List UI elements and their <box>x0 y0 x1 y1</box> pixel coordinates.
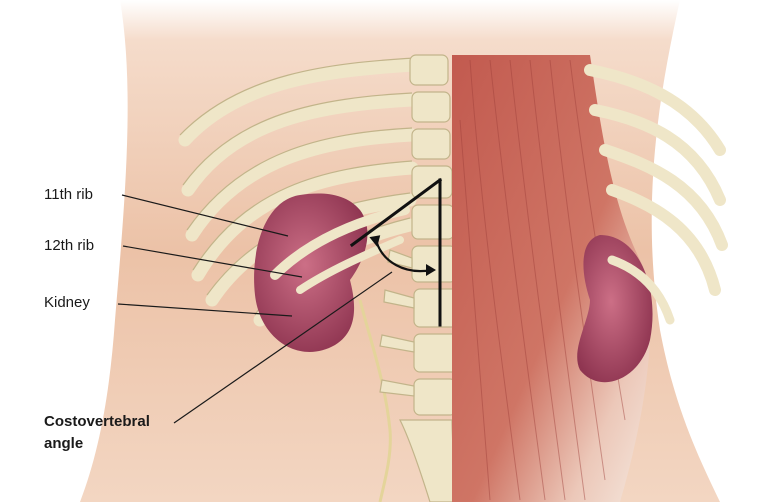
label-12th-rib: 12th rib <box>44 237 94 255</box>
label-kidney: Kidney <box>44 294 90 312</box>
label-11th-rib: 11th rib <box>44 186 93 204</box>
label-costovertebral: Costovertebral <box>44 412 150 432</box>
label-angle: angle <box>44 434 83 454</box>
